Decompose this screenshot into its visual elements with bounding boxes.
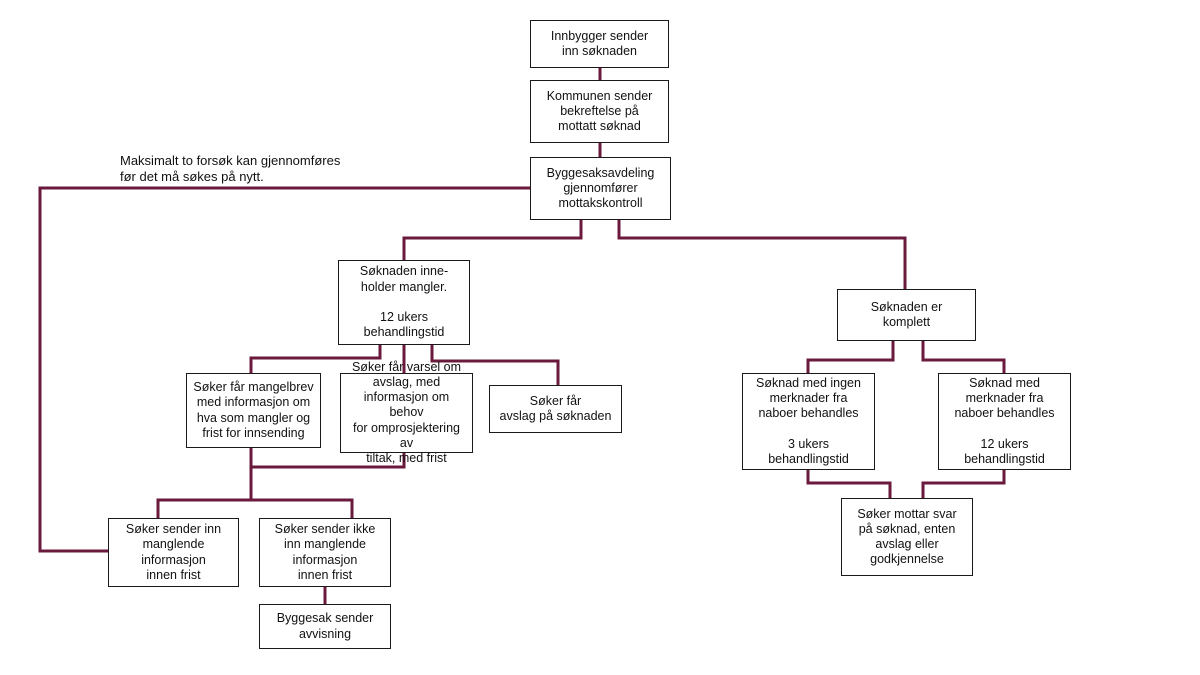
- node-soknaden-komplett: Søknaden er komplett: [837, 289, 976, 341]
- retry-limit-note: Maksimalt to forsøk kan gjennomføres før…: [120, 153, 341, 185]
- connector-med-svar: [921, 470, 1006, 498]
- connector-retry-loop: [38, 186, 530, 553]
- connector-komplett-ingen: [806, 341, 895, 373]
- node-sender-inn-informasjon: Søker sender inn manglende informasjon i…: [108, 518, 239, 587]
- node-byggesak-avvisning: Byggesak sender avvisning: [259, 604, 391, 649]
- node-soknaden-mangler: Søknaden inne- holder mangler. 12 ukers …: [338, 260, 470, 345]
- node-ingen-merknader: Søknad med ingen merknader fra naboer be…: [742, 373, 875, 470]
- connector-mottakskontroll-komplett: [617, 220, 907, 289]
- node-kommunen-bekreftelse: Kommunen sender bekreftelse på mottatt s…: [530, 80, 669, 143]
- connector-varsel-merge: [251, 453, 406, 469]
- node-sender-ikke-informasjon: Søker sender ikke inn manglende informas…: [259, 518, 391, 587]
- node-avslag-pa-soknaden: Søker får avslag på søknaden: [489, 385, 622, 433]
- node-mottakskontroll: Byggesaksavdeling gjennomfører mottaksko…: [530, 157, 671, 220]
- connector-mangler-mangelbrev: [249, 345, 382, 373]
- connector-komplett-med: [921, 341, 1006, 373]
- node-med-merknader: Søknad med merknader fra naboer behandle…: [938, 373, 1071, 470]
- connector-mangler-avslag: [430, 345, 560, 385]
- connector-merge-split: [156, 498, 354, 518]
- connector-ingen-svar: [806, 470, 892, 498]
- node-varsel-om-avslag: Søker får varsel om avslag, med informas…: [340, 360, 473, 465]
- node-soker-mottar-svar: Søker mottar svar på søknad, enten avsla…: [841, 498, 973, 576]
- connector-mottakskontroll-mangler: [402, 220, 583, 260]
- node-innbygger-sender-soknad: Innbygger sender inn søknaden: [530, 20, 669, 68]
- node-mangelbrev: Søker får mangelbrev med informasjon om …: [186, 373, 321, 448]
